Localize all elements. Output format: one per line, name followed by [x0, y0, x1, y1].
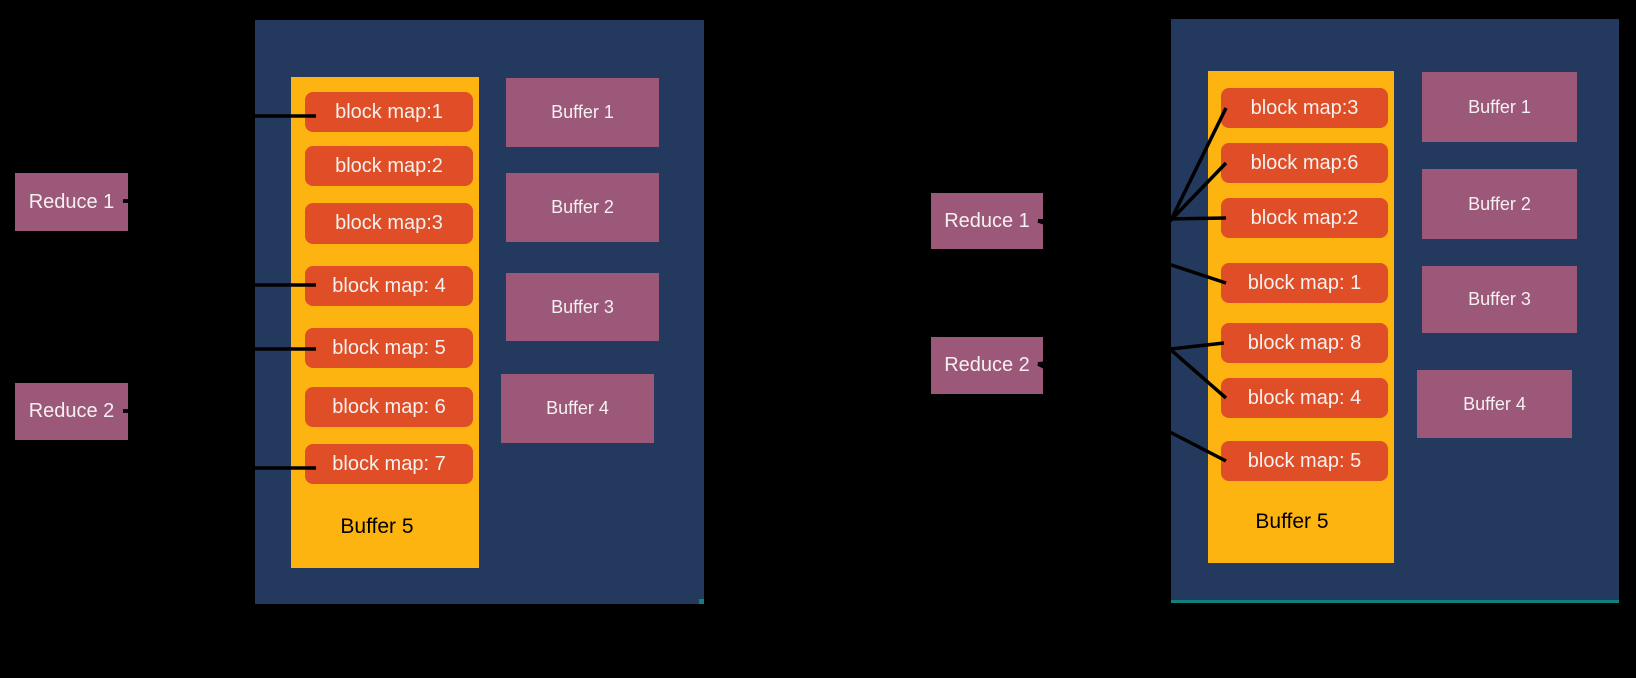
left-buffer-3: Buffer 3: [506, 273, 659, 341]
left-reduce-2: Reduce 2: [15, 383, 128, 440]
left-block-map-item: block map: 6: [305, 387, 473, 427]
right-block-map-item: block map: 4: [1221, 378, 1388, 418]
left-buffer-4: Buffer 4: [501, 374, 654, 443]
left-block-map-item: block map: 5: [305, 328, 473, 368]
right-block-map-item: block map: 8: [1221, 323, 1388, 363]
right-block-map-item: block map: 5: [1221, 441, 1388, 481]
right-reduce-2: Reduce 2: [931, 337, 1043, 394]
right-buffer-1: Buffer 1: [1422, 72, 1577, 142]
left-block-map-item: block map:3: [305, 203, 473, 244]
right-buffer-4: Buffer 4: [1417, 370, 1572, 438]
right-panel-bottom-edge: [1171, 600, 1619, 603]
right-reduce-1: Reduce 1: [931, 193, 1043, 249]
right-block-map-item: block map:2: [1221, 198, 1388, 238]
right-block-map-item: block map: 1: [1221, 263, 1388, 303]
left-block-map-item: block map:2: [305, 146, 473, 186]
right-buffer-2: Buffer 2: [1422, 169, 1577, 239]
left-reduce-1: Reduce 1: [15, 173, 128, 231]
right-buffer-3: Buffer 3: [1422, 266, 1577, 333]
left-block-map-item: block map:1: [305, 92, 473, 132]
left-buffer5-label: Buffer 5: [340, 515, 414, 538]
left-block-map-item: block map: 4: [305, 266, 473, 306]
right-block-map-item: block map:3: [1221, 88, 1388, 128]
right-buffer5-label: Buffer 5: [1255, 510, 1329, 533]
right-block-map-item: block map:6: [1221, 143, 1388, 183]
left-buffer-2: Buffer 2: [506, 173, 659, 242]
left-block-map-item: block map: 7: [305, 444, 473, 484]
left-panel-corner-mark: [699, 599, 704, 604]
left-buffer-1: Buffer 1: [506, 78, 659, 147]
